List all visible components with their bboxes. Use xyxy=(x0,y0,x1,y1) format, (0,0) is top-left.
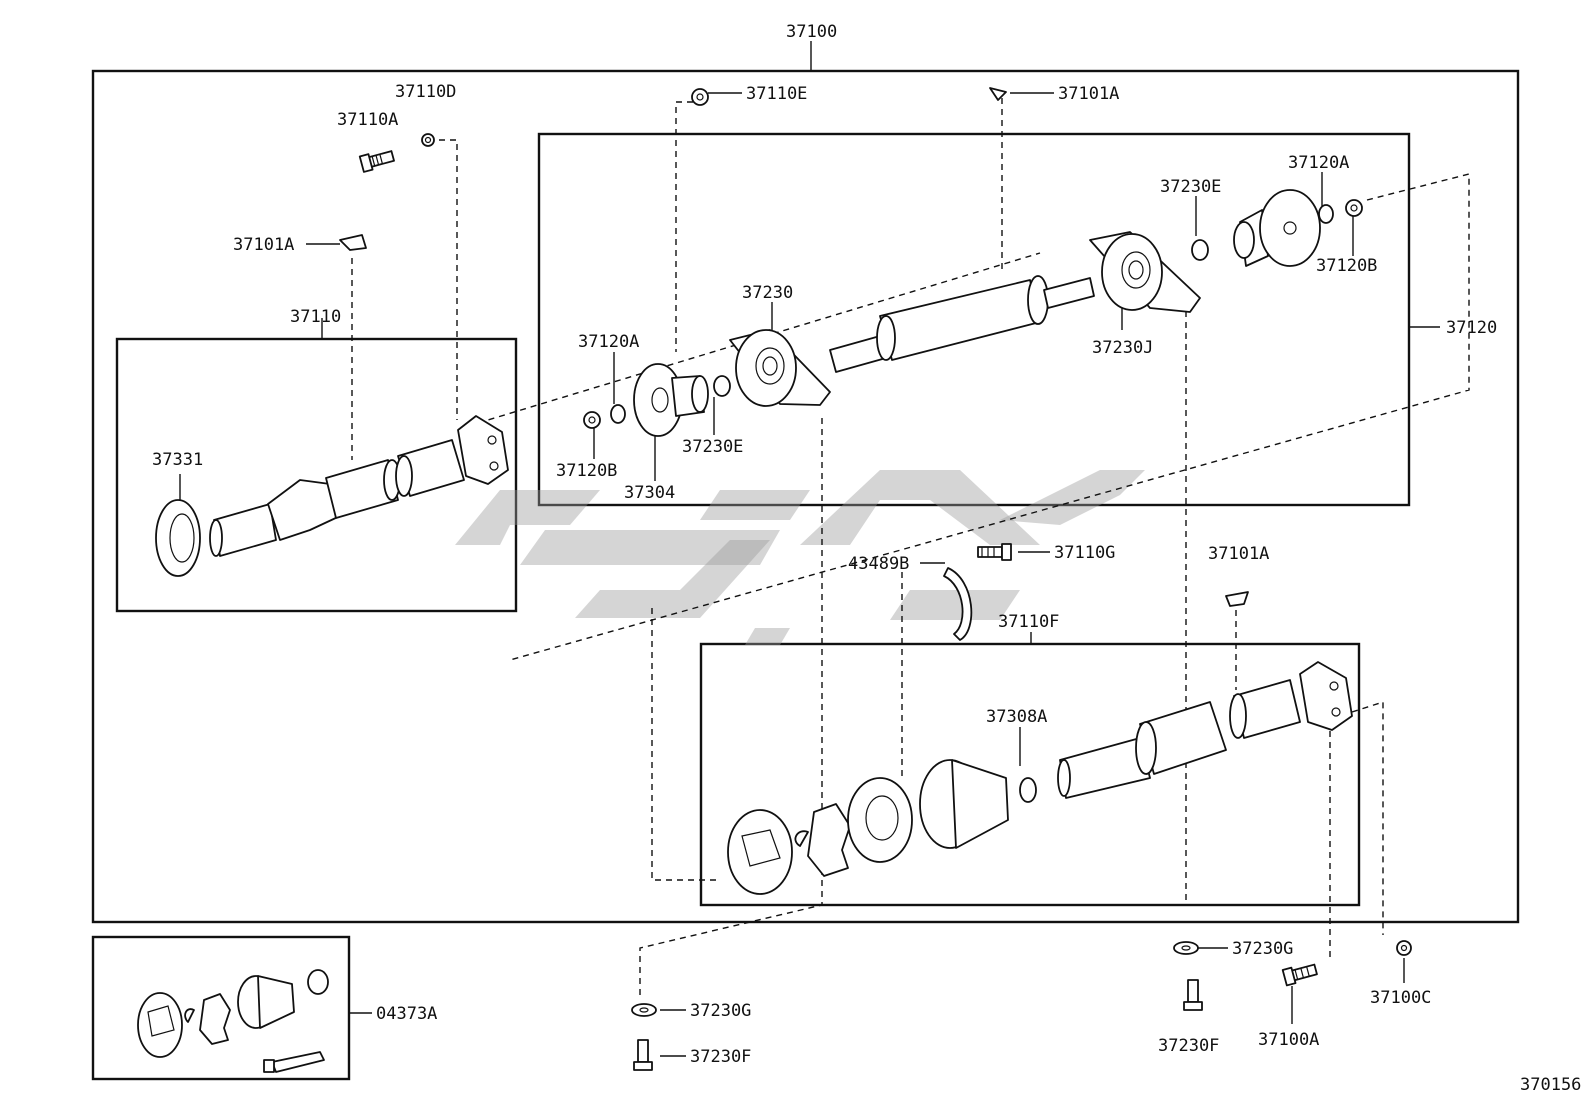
label-37120A-right: 37120A xyxy=(1288,153,1349,173)
frame-37120 xyxy=(537,132,1411,507)
clip-37101A-right xyxy=(1225,591,1249,607)
washer-37230G-right xyxy=(1173,941,1199,955)
joint-kit-04373A xyxy=(137,969,329,1073)
label-37101A-top: 37101A xyxy=(1058,84,1119,104)
bolt-37100A xyxy=(1281,963,1318,987)
label-37110A: 37110A xyxy=(337,110,398,130)
center-bearing-37230 xyxy=(729,329,831,407)
flange-37304 xyxy=(633,363,709,437)
label-37100C: 37100C xyxy=(1370,988,1431,1008)
label-37100A: 37100A xyxy=(1258,1030,1319,1050)
center-bearing-37230J xyxy=(1089,231,1201,313)
label-37110D: 37110D xyxy=(395,82,456,102)
label-37331: 37331 xyxy=(152,450,203,470)
nut-37120B-left xyxy=(583,411,601,429)
washer-37230E-left xyxy=(713,375,731,397)
clip-37101A-top-left xyxy=(339,234,367,251)
nut-37110D xyxy=(421,133,435,147)
shaft-37110F xyxy=(727,661,1353,895)
label-37101A-right: 37101A xyxy=(1208,544,1269,564)
label-37308A: 37308A xyxy=(986,707,1047,727)
label-37101A-top-left: 37101A xyxy=(233,235,294,255)
dashed-alignment-lines xyxy=(351,98,1470,995)
bolt-37110A xyxy=(358,150,395,173)
intermediate-shaft xyxy=(829,275,1095,373)
frame-37110 xyxy=(115,337,518,613)
washer-37230G-left xyxy=(631,1003,657,1017)
brand-logo-watermark xyxy=(455,470,1145,645)
label-37230G-left: 37230G xyxy=(690,1001,751,1021)
bolt-37110G xyxy=(977,543,1012,561)
nut-37120B-right xyxy=(1345,199,1363,217)
label-37110: 37110 xyxy=(290,307,341,327)
flange-yoke xyxy=(1233,189,1321,267)
label-37110G: 37110G xyxy=(1054,543,1115,563)
label-37110E: 37110E xyxy=(746,84,807,104)
label-37230E-left: 37230E xyxy=(682,437,743,457)
label-37120B-left: 37120B xyxy=(556,461,617,481)
label-37230J: 37230J xyxy=(1092,338,1153,358)
label-37110F: 37110F xyxy=(998,612,1059,632)
nut-37100C xyxy=(1396,940,1412,956)
washer-37120A-left xyxy=(610,404,626,424)
assembly-frame-37100 xyxy=(91,69,1520,924)
snap-ring-43489B xyxy=(943,567,973,641)
clip-37101A-top xyxy=(989,87,1007,101)
label-37230: 37230 xyxy=(742,283,793,303)
shaft-37110 xyxy=(155,415,509,577)
figure-number: 370156 xyxy=(1520,1075,1581,1095)
label-37120A-left: 37120A xyxy=(578,332,639,352)
frame-04373A xyxy=(91,935,351,1081)
label-37120: 37120 xyxy=(1446,318,1497,338)
bolt-37230F-left xyxy=(633,1039,653,1071)
washer-37120A-right xyxy=(1318,204,1334,224)
label-37120B-right: 37120B xyxy=(1316,256,1377,276)
label-37230F-right: 37230F xyxy=(1158,1036,1219,1056)
frames xyxy=(91,69,1520,1081)
label-43489B: 43489B xyxy=(848,554,909,574)
label-37100: 37100 xyxy=(786,22,837,42)
bolt-37230F-right xyxy=(1183,979,1203,1011)
nut-37110E xyxy=(691,88,709,106)
leader-lines xyxy=(179,41,1440,1057)
label-37230E-right: 37230E xyxy=(1160,177,1221,197)
label-37304: 37304 xyxy=(624,483,675,503)
washer-37230E-right xyxy=(1191,239,1209,261)
label-04373A: 04373A xyxy=(376,1004,437,1024)
label-37230G-right: 37230G xyxy=(1232,939,1293,959)
frame-37110F xyxy=(699,642,1361,907)
label-37230F-left: 37230F xyxy=(690,1047,751,1067)
part-labels: 37100 37110D 37110A 37101A 37110 37331 3… xyxy=(152,22,1581,1095)
